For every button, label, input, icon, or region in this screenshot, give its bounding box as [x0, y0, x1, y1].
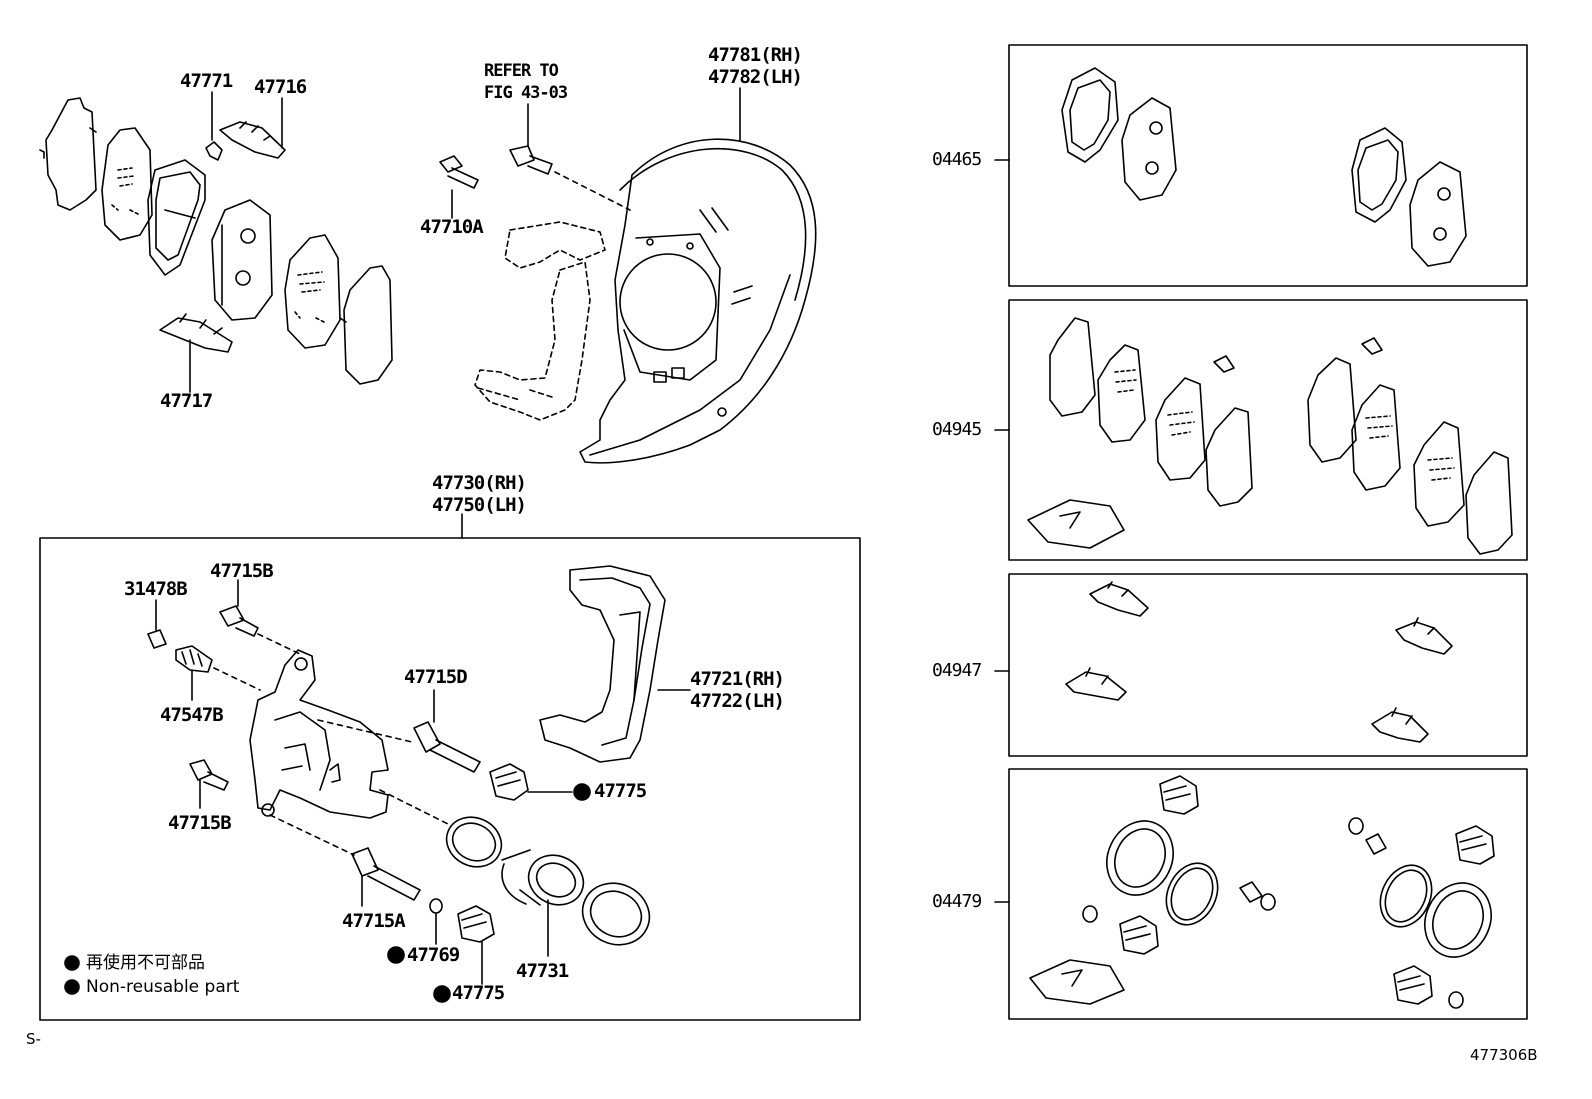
legend-english: Non-reusable part — [86, 977, 240, 997]
caliper-assembly-frame — [39, 537, 861, 1021]
legend-dot-ja — [64, 955, 80, 971]
slide-pin-47715d — [413, 721, 481, 773]
nonreusable-dot-47775-bottom — [433, 985, 451, 1003]
label-47715d: 47715D — [404, 666, 468, 688]
label-refer-to: REFER TO — [484, 61, 559, 81]
kit-04465-pads-right — [1351, 127, 1467, 267]
pad-shim-inner-right — [284, 234, 341, 349]
label-47781: 47781(RH) — [708, 44, 803, 66]
legend-dot-en — [64, 979, 80, 995]
label-kit-04945: 04945 — [932, 419, 982, 440]
bushing-47769 — [429, 898, 443, 914]
kit-box-04465 — [1008, 44, 1528, 287]
caliper-cylinder-body — [249, 649, 389, 819]
caliper-torque-plate-dashed — [474, 221, 606, 421]
pad-shim-outer-right — [339, 265, 393, 385]
label-47782: 47782(LH) — [708, 66, 803, 88]
kit-04479-grease-packet — [1029, 959, 1125, 1005]
kit-04947-plates — [1065, 581, 1453, 743]
label-refer-fig: FIG 43-03 — [484, 83, 568, 103]
bleeder-plug-47547b — [175, 645, 213, 673]
label-47769: 47769 — [407, 944, 460, 966]
kit-04945-grease-packet — [1027, 499, 1125, 549]
label-47775-bottom: 47775 — [452, 982, 505, 1004]
disc-brake-dust-cover — [579, 138, 817, 464]
label-47717: 47717 — [160, 390, 213, 412]
label-47716: 47716 — [254, 76, 307, 98]
pad-support-plate-47716 — [219, 121, 286, 159]
pad-shim-outer-left — [39, 97, 97, 211]
kit-04465-pads-left — [1061, 67, 1177, 201]
piston-seal-ring — [445, 816, 503, 868]
label-47771: 47771 — [180, 70, 233, 92]
brake-pad-right — [211, 199, 273, 321]
cylinder-boot — [581, 882, 651, 946]
nonreusable-dot-47775-top — [573, 783, 591, 801]
dash-refer — [554, 171, 631, 211]
anti-squeal-clip-47771 — [205, 141, 223, 161]
slide-bushing-boot-47775-top — [489, 763, 529, 801]
piston-47731 — [501, 849, 585, 906]
kit-box-04947 — [1008, 573, 1528, 757]
label-47722: 47722(LH) — [690, 690, 785, 712]
figure-code: 477306B — [1470, 1046, 1538, 1064]
legend-japanese: 再使用不可部品 — [86, 953, 205, 973]
label-47775-top: 47775 — [594, 780, 647, 802]
pad-support-plate-47717 — [159, 313, 233, 353]
footer-left-mark: S- — [26, 1030, 41, 1048]
label-31478b: 31478B — [124, 578, 188, 600]
label-47710a: 47710A — [420, 216, 484, 238]
kit-box-04479 — [1008, 768, 1528, 1020]
label-47715b-bottom: 47715B — [168, 812, 232, 834]
label-47547b: 47547B — [160, 704, 224, 726]
bolt-47715b-top — [219, 605, 259, 637]
kit-04945-shims-left — [1049, 317, 1253, 507]
slide-pin-47715a — [351, 847, 421, 901]
bolt-refer-fig — [509, 145, 553, 175]
kit-04479-right — [1348, 817, 1495, 1009]
nonreusable-dot-47769 — [387, 946, 405, 964]
slide-bushing-boot-47775-bottom — [457, 905, 495, 943]
kit-04479-left — [1082, 775, 1276, 955]
bleeder-cap-31478b — [147, 629, 167, 649]
bolt-47710a — [439, 155, 479, 189]
label-47750: 47750(LH) — [432, 494, 527, 516]
brake-pad-left — [147, 159, 206, 276]
label-kit-04465: 04465 — [932, 149, 982, 170]
label-kit-04947: 04947 — [932, 660, 982, 681]
label-47730: 47730(RH) — [432, 472, 527, 494]
torque-plate-47721 — [539, 565, 666, 763]
kit-04945-shims-right — [1307, 337, 1513, 555]
label-kit-04479: 04479 — [932, 891, 982, 912]
label-47721: 47721(RH) — [690, 668, 785, 690]
pad-shim-inner-left — [101, 127, 153, 241]
label-47715b-top: 47715B — [210, 560, 274, 582]
label-47715a: 47715A — [342, 910, 406, 932]
bolt-47715b-bottom — [189, 759, 229, 791]
label-47731: 47731 — [516, 960, 569, 982]
